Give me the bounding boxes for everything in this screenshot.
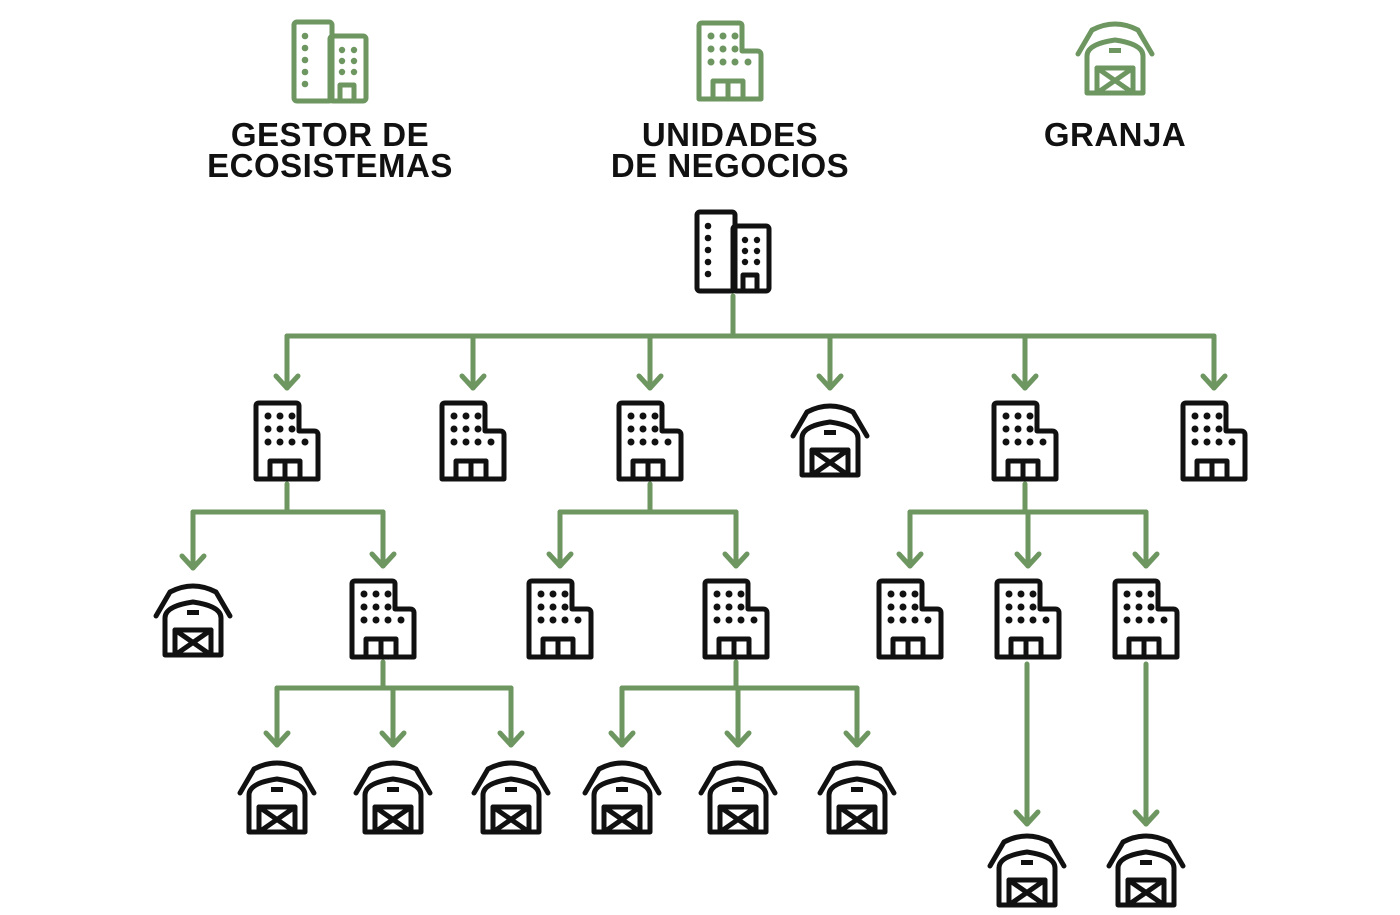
legend-label: GRANJA (1044, 116, 1186, 153)
arrow-head (369, 551, 397, 569)
node-business-unit-icon (529, 581, 591, 657)
node-business-unit-icon (1115, 581, 1177, 657)
node-business-unit-icon (1183, 403, 1245, 479)
node-farm-icon (990, 836, 1064, 905)
node-farm-icon (474, 763, 548, 832)
arrow-head (1011, 373, 1039, 391)
arrow-head (636, 373, 664, 391)
farm-icon (1078, 24, 1152, 93)
arrow-head (1013, 809, 1041, 827)
arrow-head (263, 730, 291, 748)
node-business-unit-icon (256, 403, 318, 479)
arrow-head (722, 551, 750, 569)
legend-label: DE NEGOCIOS (611, 147, 849, 184)
legend-label: UNIDADES (642, 116, 818, 153)
node-farm-icon (1109, 836, 1183, 905)
arrow-head (843, 730, 871, 748)
node-business-unit-icon (997, 581, 1059, 657)
node-farm-icon (585, 763, 659, 832)
node-business-unit-icon (994, 403, 1056, 479)
legend-item-farm: GRANJA (1044, 24, 1186, 153)
node-business-unit-icon (442, 403, 504, 479)
node-farm-icon (820, 763, 894, 832)
arrow-head (1200, 373, 1228, 391)
node-business-unit-icon (705, 581, 767, 657)
arrow-head (459, 373, 487, 391)
arrow-head (273, 373, 301, 391)
legend-label: GESTOR DE (231, 116, 429, 153)
ecosystem-manager-icon (294, 22, 366, 101)
arrow-head (379, 730, 407, 748)
node-business-unit-icon (352, 581, 414, 657)
business-unit-icon (699, 23, 761, 99)
node-farm-icon (701, 763, 775, 832)
node-ecosystem-manager-icon (697, 212, 769, 291)
arrow-head (179, 553, 207, 571)
arrow-head (724, 730, 752, 748)
arrow-head (1132, 551, 1160, 569)
node-business-unit-icon (879, 581, 941, 657)
arrow-head (546, 551, 574, 569)
node-farm-icon (356, 763, 430, 832)
node-farm-icon (156, 586, 230, 655)
arrow-head (816, 373, 844, 391)
node-business-unit-icon (619, 403, 681, 479)
node-farm-icon (793, 406, 867, 475)
arrow-head (1132, 809, 1160, 827)
arrow-head (896, 551, 924, 569)
legend-label: ECOSISTEMAS (207, 147, 453, 184)
arrow-head (497, 730, 525, 748)
node-farm-icon (240, 763, 314, 832)
arrow-head (608, 730, 636, 748)
arrow-head (1014, 551, 1042, 569)
